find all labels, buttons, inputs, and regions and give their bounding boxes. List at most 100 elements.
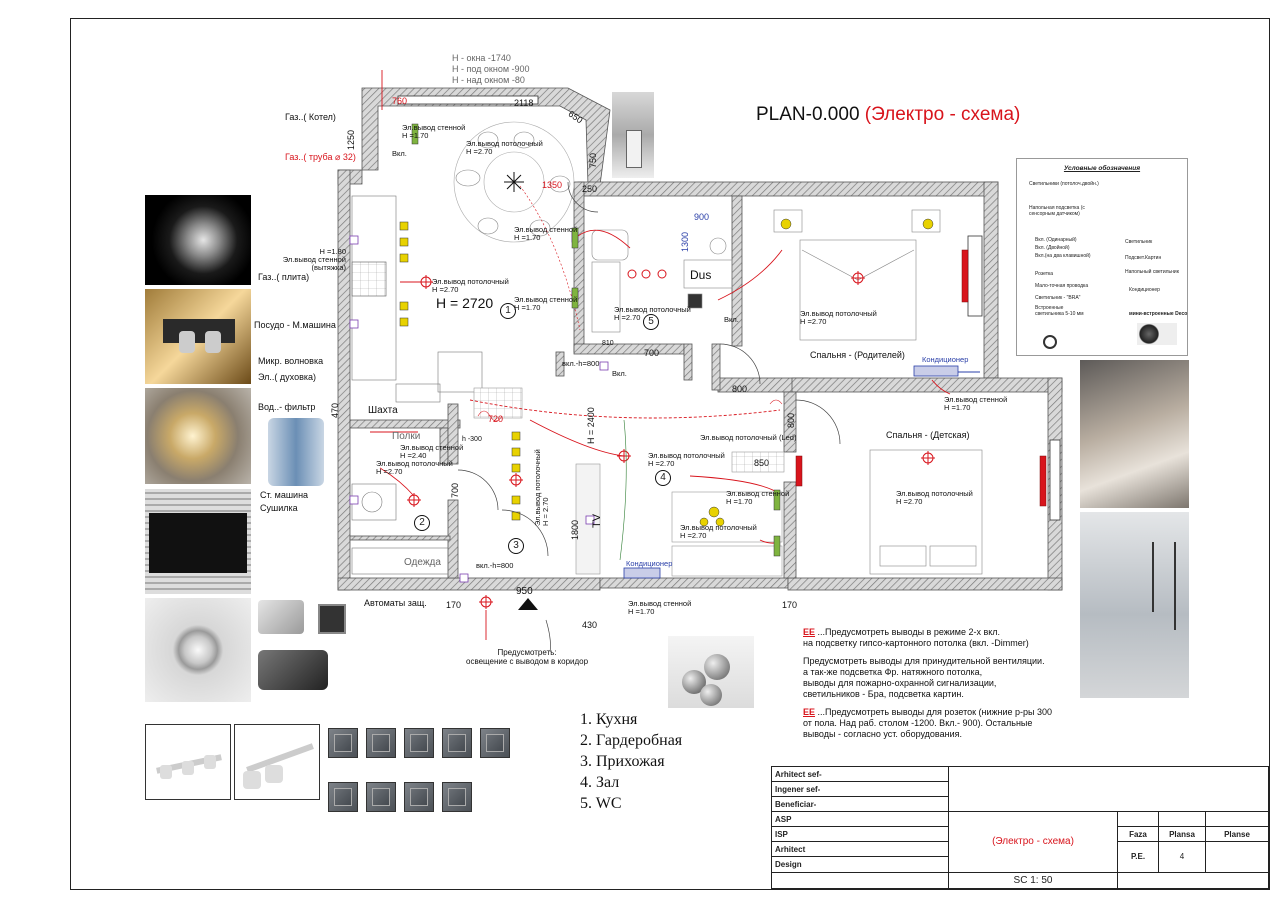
hall-height: H = 2400 [586, 407, 596, 444]
dining-chairs [455, 131, 571, 237]
stove-hood-grid [351, 261, 387, 297]
bedroom2-name: Спальня - (Детская) [886, 430, 970, 440]
kitchen-wall-outlet-3: Эл.вывод стенной H =1.70 [514, 295, 578, 312]
room-list-item: 1. Кухня [580, 711, 638, 728]
track-light-sketch-1 [145, 724, 231, 800]
legend-item: Кондиционер [1129, 287, 1160, 293]
label-oven: Эл..( духовка) [258, 372, 316, 382]
dim-430: 430 [582, 620, 598, 630]
water-filter-photo [268, 418, 324, 486]
hall-ac-label: Кондиционер [626, 559, 673, 568]
dim-720: 720 [488, 414, 504, 424]
note-3-text: ...Предусмотреть выводы для розеток (ниж… [803, 707, 1053, 739]
dim-1250: 1250 [346, 129, 356, 150]
bedroom2-ceiling-outlet: Эл.вывод потолочный H =2.70 [896, 489, 973, 506]
switch-h800-1: вкл.-h=800 [562, 359, 600, 368]
room-list-item: 5. WC [580, 795, 622, 812]
title-block: Arhitect sef- Ingener sef- Beneficiar- A… [771, 765, 1269, 890]
tb-row-isp: ISP [771, 826, 949, 843]
wall-lamp-photo [258, 600, 304, 634]
step-light-photo [318, 604, 346, 634]
tb-row-ingener-sef: Ingener sef- [771, 781, 949, 798]
tb-planse-label: Planse [1205, 826, 1269, 843]
dim-760: 760 [392, 96, 408, 106]
note-3: EE ...Предусмотреть выводы для розеток (… [803, 707, 1065, 740]
switch-sample-9 [442, 782, 472, 812]
window-height-1: H - окна -1740 [452, 53, 511, 63]
legend-item: Светильник - "BRA" [1035, 295, 1081, 301]
legend-item: Вкл. (Двойной) [1035, 245, 1070, 251]
label-stove: Газ..( плита) [258, 272, 310, 282]
note-1-text: ...Предусмотреть выводы в режиме 2-х вкл… [803, 627, 1029, 648]
label-boiler: Газ..( Котел) [285, 112, 336, 122]
wardrobe-wall-outlet: Эл.вывод стенной H =2.40 [400, 443, 464, 460]
drawing-sheet-frame [70, 18, 1270, 890]
tb-plansa-value: 4 [1158, 841, 1206, 873]
label-dryer: Сушилка [260, 503, 298, 513]
legend-item: Напольный светильник [1125, 269, 1179, 275]
wc-ceiling-outlet: Эл.вывод потолочный H =2.70 [614, 305, 691, 322]
living-interior-photo [1080, 512, 1189, 698]
clothes-label: Одежда [404, 557, 441, 568]
dim-800-a: 800 [732, 384, 748, 394]
wc-fixtures [591, 229, 733, 333]
wiring [619, 419, 627, 561]
recessed-lights [399, 221, 521, 521]
dim-750: 750 [588, 152, 598, 168]
kitchen-wall-outlet-2: Эл.вывод стенной H =1.70 [514, 225, 578, 242]
legend-item: Напольная подсветка (с сенсорным датчико… [1029, 205, 1085, 217]
label-microwave: Микр. волновка [258, 356, 324, 366]
switch-sample-4 [442, 728, 472, 758]
hall-wall-outlet: Эл.вывод стенной H =1.70 [726, 489, 790, 506]
legend-item: Вкл. (Одинарный) [1035, 237, 1077, 243]
legend-item: Встроенные светильника 5-10 мм [1035, 305, 1084, 317]
tb-empty [948, 765, 1269, 813]
tb-empty [1117, 811, 1159, 828]
wc-switch-label: Вкл. [612, 369, 627, 378]
plan-title-main: PLAN-0.000 [756, 104, 860, 125]
dim-1800: 1800 [570, 519, 580, 540]
tb-row-design: Design [771, 856, 949, 873]
entrance-marker [518, 598, 538, 610]
note-2-text: Предусмотреть выводы для принудительной … [803, 656, 1045, 699]
dim-700: 700 [644, 348, 660, 358]
hall-ceiling-outlet-1: Эл.вывод потолочный H =2.70 [648, 451, 725, 468]
bedroom1-wall-outlet: Эл.вывод стенной H =1.70 [944, 395, 1008, 412]
bedroom1-ceiling-outlet: Эл.вывод потолочный H =2.70 [800, 309, 877, 326]
air-conditioners [623, 365, 980, 579]
room-marker-4: 4 [655, 470, 671, 486]
switch-sample-7 [366, 782, 396, 812]
windows [397, 95, 1061, 521]
room-list-item: 2. Гардеробная [580, 732, 683, 749]
note-3-tag: EE [803, 707, 816, 717]
tb-empty [1205, 841, 1269, 873]
shelves-label: Полки [392, 431, 421, 442]
switch-sample-5 [480, 728, 510, 758]
bedroom1-switch-label: Вкл. [724, 315, 739, 324]
dim-1300: 1300 [680, 231, 690, 252]
room-marker-5: 5 [643, 314, 659, 330]
doors [457, 181, 841, 653]
note-1-tag: EE [803, 627, 816, 637]
wall-spot-photo [145, 388, 251, 484]
bedroom1-name: Спальня - (Родителей) [810, 350, 905, 360]
hall-furniture [473, 387, 785, 577]
kitchen-wall-outlet-1: Эл.вывод стенной H =1.70 [402, 123, 466, 140]
radiators [795, 249, 1047, 507]
legend-item: Вкл.(на два клавишной) [1035, 253, 1091, 259]
pendant-photo [612, 92, 654, 178]
wardrobe-ceiling-outlet: Эл.вывод потолочный H =2.70 [376, 459, 453, 476]
tb-empty [1158, 811, 1206, 828]
legend-deco-icon [1043, 335, 1057, 349]
dim-170-b: 170 [782, 600, 798, 610]
window-height-3: H - над окном -80 [452, 75, 525, 85]
legend-item: мини-встроенные Deco [1129, 311, 1188, 317]
entry-wall-outlet: Эл.вывод стенной H =1.70 [628, 599, 692, 616]
switch-h800-2: вкл.-h=800 [476, 561, 514, 570]
label-hood: H =1.80 Эл.вывод стенной (вытяжка) [282, 247, 346, 272]
tb-scale: SC 1: 50 [948, 871, 1118, 890]
dim-900: 900 [694, 212, 710, 222]
tb-row-beneficiar: Beneficiar- [771, 796, 949, 813]
dim-950: 950 [516, 586, 533, 597]
tv-label: TV [591, 513, 603, 528]
